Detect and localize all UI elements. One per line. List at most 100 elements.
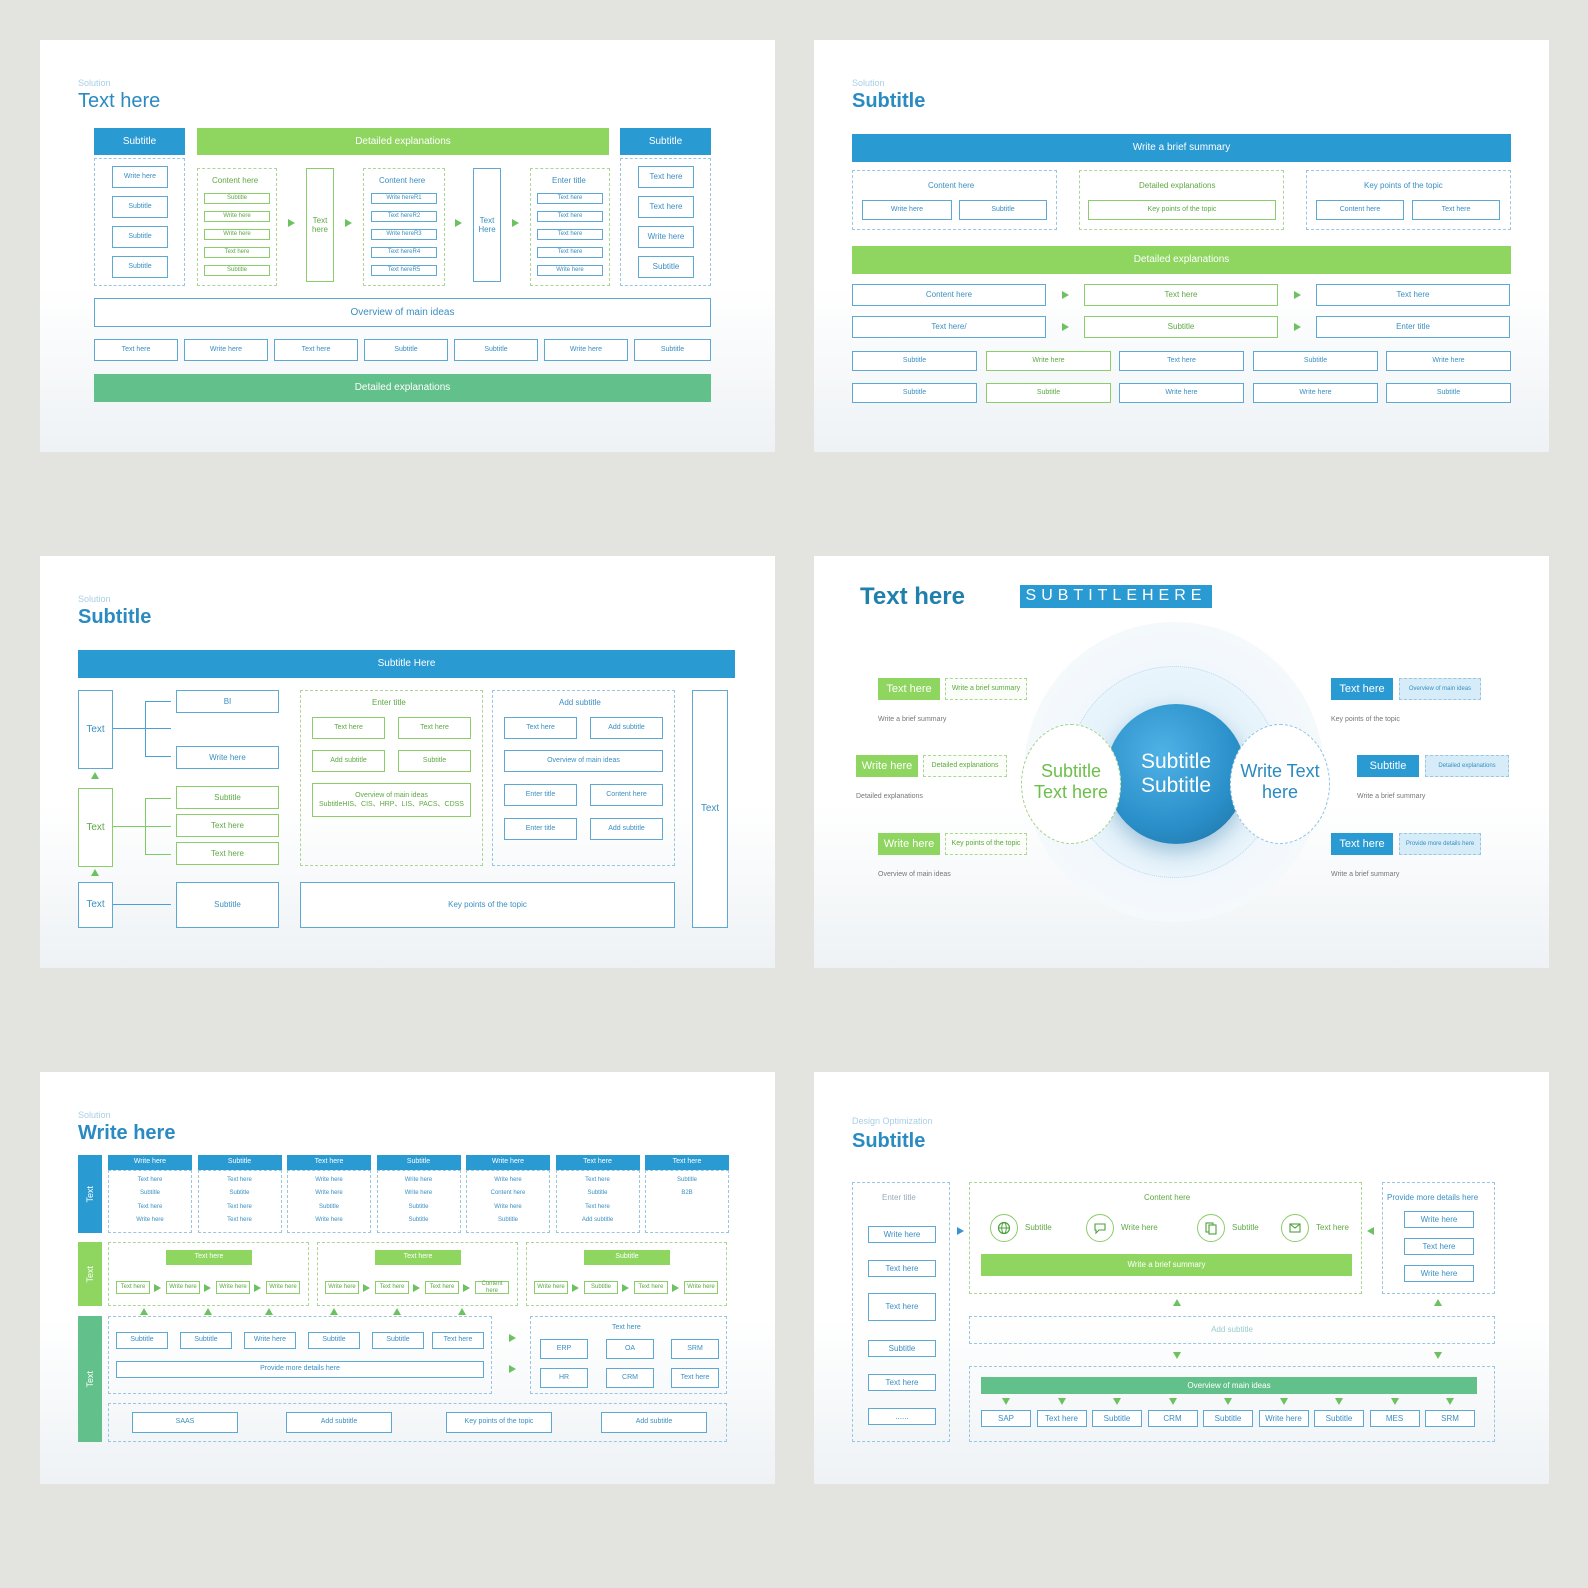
arrow-right-icon bbox=[672, 1284, 679, 1292]
right-group-title: Provide more details here bbox=[1387, 1193, 1479, 1202]
flow-item: Write here bbox=[684, 1281, 718, 1294]
arrow-right-icon bbox=[512, 219, 519, 227]
overview-bar: Overview of main ideas bbox=[981, 1377, 1477, 1394]
right-note: Overview of main ideas bbox=[1399, 678, 1481, 700]
arrow-right-icon bbox=[957, 1227, 964, 1235]
group-item: Subtitle bbox=[204, 193, 270, 204]
left-desc: Detailed explanations bbox=[856, 793, 923, 800]
group-item: Enter title bbox=[504, 818, 577, 840]
flow-item: Write here bbox=[266, 1281, 300, 1294]
overview-box: Overview of main ideas SubtitleHIS、CIS、H… bbox=[312, 783, 471, 817]
column-header: Text here bbox=[645, 1155, 729, 1170]
flow-item: Write here bbox=[325, 1281, 359, 1294]
left-box: Text bbox=[78, 690, 113, 769]
system-item: OA bbox=[606, 1339, 654, 1359]
slide-2[interactable]: Solution Subtitle Write a brief summary … bbox=[814, 40, 1549, 452]
slide-5[interactable]: Solution Write here Text Text Text Subti… bbox=[40, 1072, 775, 1484]
group-item: Text here bbox=[204, 247, 270, 258]
arrow-right-icon bbox=[345, 219, 352, 227]
lower-item: Subtitle bbox=[308, 1332, 360, 1349]
slide-3[interactable]: Solution Subtitle Subtitle Here Text Tex… bbox=[40, 556, 775, 968]
column-header: Subtitle bbox=[197, 1155, 282, 1170]
right-group bbox=[1382, 1182, 1495, 1294]
tall-box: Text Here bbox=[473, 168, 501, 282]
arrow-down-icon bbox=[1224, 1398, 1232, 1405]
system-item: SAP bbox=[981, 1410, 1031, 1427]
flow-item: Text here bbox=[116, 1281, 150, 1294]
arrow-right-icon bbox=[509, 1365, 516, 1373]
left-item: Write here bbox=[112, 166, 168, 188]
system-item: Subtitle bbox=[1314, 1410, 1364, 1427]
group-item: Subtitle bbox=[204, 265, 270, 276]
arrow-right-icon bbox=[572, 1284, 579, 1292]
row-item: Text here bbox=[94, 339, 178, 361]
arrow-up-icon bbox=[91, 772, 99, 779]
grid-item: Subtitle bbox=[852, 351, 977, 371]
mail-icon bbox=[1289, 1223, 1301, 1233]
arrow-up-icon bbox=[458, 1308, 466, 1315]
slide-title: Text here bbox=[860, 583, 965, 610]
arrow-right-icon bbox=[1294, 323, 1301, 331]
box-group-2 bbox=[492, 690, 675, 866]
flow-item: Text here bbox=[1316, 284, 1510, 306]
side-label: Text bbox=[78, 1316, 102, 1442]
flow-item: Text here bbox=[375, 1281, 409, 1294]
left-group bbox=[94, 158, 185, 286]
lower-item: Subtitle bbox=[116, 1332, 168, 1349]
connector bbox=[145, 728, 171, 729]
icon-label: Subtitle bbox=[1025, 1223, 1052, 1232]
left-desc: Write a brief summary bbox=[878, 716, 947, 723]
row-item: Write here bbox=[184, 339, 268, 361]
group-title: Enter title bbox=[552, 176, 586, 185]
lower-item: Subtitle bbox=[180, 1332, 232, 1349]
icon-label: Write here bbox=[1121, 1223, 1158, 1232]
group-item: Overview of main ideas bbox=[504, 750, 663, 772]
group-item: Write here bbox=[537, 265, 603, 276]
chat-icon bbox=[1094, 1223, 1106, 1235]
flow-item: Write here bbox=[166, 1281, 200, 1294]
group-item: Write hereR3 bbox=[371, 229, 437, 240]
left-item: Text here bbox=[868, 1374, 936, 1391]
lower-item: Subtitle bbox=[372, 1332, 424, 1349]
header-mid: Detailed explanations bbox=[197, 128, 609, 155]
slide-6[interactable]: Design Optimization Subtitle Enter title… bbox=[814, 1072, 1549, 1484]
slide-title: Subtitle bbox=[852, 90, 926, 112]
column-body bbox=[376, 1170, 461, 1233]
lower-group bbox=[108, 1316, 492, 1394]
branch-item: BI bbox=[176, 690, 279, 713]
side-label: Text bbox=[78, 1155, 102, 1233]
overview-box: Overview of main ideas bbox=[94, 298, 711, 327]
explanations-bar: Detailed explanations bbox=[852, 246, 1511, 274]
column-header: Subtitle bbox=[376, 1155, 461, 1170]
flow-item: Subtitle bbox=[1084, 316, 1278, 338]
slide-1[interactable]: Solution Text here Subtitle Detailed exp… bbox=[40, 40, 775, 452]
slide-4[interactable]: Text here SUBTITLEHERE Subtitle Subtitle… bbox=[814, 556, 1549, 968]
arrow-right-icon bbox=[1062, 323, 1069, 331]
group-box bbox=[1306, 170, 1511, 230]
group-item: Add subtitle bbox=[312, 750, 385, 772]
left-item: ...... bbox=[868, 1408, 936, 1425]
system-item: CRM bbox=[606, 1368, 654, 1388]
system-item: HR bbox=[540, 1368, 588, 1388]
right-desc: Key points of the topic bbox=[1331, 716, 1400, 723]
overview-line: SubtitleHIS、CIS、HRP、LIS、PACS、CDSS bbox=[319, 800, 464, 808]
grid-item: Subtitle bbox=[1386, 383, 1511, 403]
arrow-down-icon bbox=[1173, 1352, 1181, 1359]
row-item: Subtitle bbox=[364, 339, 448, 361]
system-group bbox=[530, 1316, 727, 1394]
system-item: MES bbox=[1369, 1410, 1420, 1427]
row-item: Subtitle bbox=[454, 339, 538, 361]
arrow-right-icon bbox=[509, 1334, 516, 1342]
arrow-up-icon bbox=[91, 869, 99, 876]
column-item: Write here bbox=[315, 1190, 343, 1197]
flow-item: Enter title bbox=[1316, 316, 1510, 338]
group-item: Text hereR5 bbox=[371, 265, 437, 276]
left-item: Subtitle bbox=[868, 1340, 936, 1357]
slide-category: Solution bbox=[78, 594, 111, 604]
flow-item: Text here bbox=[1084, 284, 1278, 306]
arrow-right-icon bbox=[288, 219, 295, 227]
column-item: Text here bbox=[137, 1176, 163, 1183]
column-body bbox=[466, 1170, 550, 1233]
content-title: Content here bbox=[1144, 1193, 1191, 1202]
connector bbox=[113, 826, 145, 827]
